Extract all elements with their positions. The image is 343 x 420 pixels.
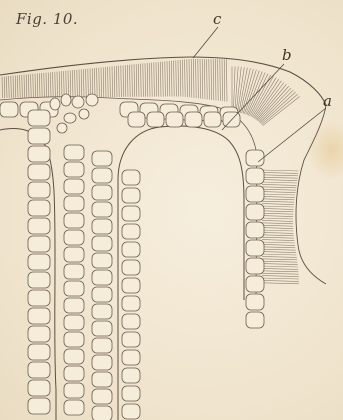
- epithelial-cell: [92, 253, 112, 268]
- epithelial-cell: [28, 344, 50, 360]
- epithelial-cell: [64, 332, 84, 347]
- epithelial-cell: [122, 242, 140, 257]
- epithelial-cell: [122, 296, 140, 311]
- cell-nucleus: [72, 96, 84, 108]
- epithelial-cell: [92, 151, 112, 166]
- epithelial-cells: [0, 94, 264, 420]
- epithelial-cell: [64, 179, 84, 194]
- epithelial-cell: [0, 102, 18, 117]
- cell-nucleus: [57, 123, 67, 133]
- epithelial-cell: [64, 400, 84, 415]
- epithelial-cell: [92, 270, 112, 285]
- epithelial-cell: [246, 186, 264, 202]
- epithelial-cell: [28, 200, 50, 216]
- right-outer-contour: [296, 105, 326, 284]
- epithelial-cell: [64, 196, 84, 211]
- epithelial-cell: [28, 308, 50, 324]
- epithelial-cell: [28, 398, 50, 414]
- epithelial-cell: [246, 294, 264, 310]
- epithelial-cell: [92, 389, 112, 404]
- epithelial-cell: [92, 219, 112, 234]
- epithelial-cell: [64, 349, 84, 364]
- epithelial-cell: [92, 321, 112, 336]
- epithelial-cell: [28, 272, 50, 288]
- epithelial-cell: [92, 355, 112, 370]
- leader-line-b: [222, 64, 284, 130]
- epithelial-cell: [64, 230, 84, 245]
- epithelial-cell: [28, 236, 50, 252]
- epithelial-cell: [28, 290, 50, 306]
- epithelial-cell: [64, 145, 84, 160]
- cell-nucleus: [50, 98, 60, 110]
- epithelial-cell: [147, 112, 164, 127]
- epithelial-cell: [92, 406, 112, 420]
- epithelial-cell: [166, 112, 183, 127]
- epithelial-cell: [64, 281, 84, 296]
- epithelial-cell: [92, 338, 112, 353]
- label-a: a: [323, 92, 332, 110]
- epithelial-cell: [122, 332, 140, 347]
- label-b: b: [282, 46, 292, 64]
- epithelial-cell: [28, 146, 50, 162]
- epithelial-cell: [28, 128, 50, 144]
- epithelial-cell: [246, 276, 264, 292]
- epithelial-cell: [246, 150, 264, 166]
- epithelial-cell: [246, 168, 264, 184]
- epithelial-cell: [122, 278, 140, 293]
- epithelial-cell: [64, 162, 84, 177]
- epithelial-cell: [64, 247, 84, 262]
- epithelial-cell: [246, 204, 264, 220]
- epithelial-cell: [92, 185, 112, 200]
- epithelial-cell: [64, 213, 84, 228]
- epithelial-cell: [28, 182, 50, 198]
- epithelial-cell: [92, 372, 112, 387]
- epithelial-cell: [122, 350, 140, 365]
- epithelial-cell: [64, 383, 84, 398]
- epithelial-cell: [128, 112, 145, 127]
- epithelial-cell: [246, 258, 264, 274]
- epithelial-cell: [122, 386, 140, 401]
- epithelial-cell: [28, 362, 50, 378]
- epithelial-cell: [92, 168, 112, 183]
- epithelial-cell: [122, 260, 140, 275]
- epithelial-cell: [64, 298, 84, 313]
- epithelial-cell: [122, 206, 140, 221]
- epithelial-cell: [122, 368, 140, 383]
- epithelial-cell: [64, 264, 84, 279]
- cell-nucleus: [79, 109, 89, 119]
- epithelial-cell: [28, 218, 50, 234]
- epithelial-cell: [92, 236, 112, 251]
- epithelial-cell: [185, 112, 202, 127]
- epithelial-cell: [92, 304, 112, 319]
- cell-nucleus: [61, 94, 71, 106]
- epithelial-cell: [122, 170, 140, 185]
- epithelial-cell: [122, 314, 140, 329]
- epithelial-cell: [28, 110, 50, 126]
- epithelial-cell: [28, 164, 50, 180]
- epithelial-cell: [92, 287, 112, 302]
- epithelial-cell: [28, 254, 50, 270]
- epithelial-cell: [28, 326, 50, 342]
- epithelial-cell: [204, 112, 221, 127]
- epithelial-cell: [64, 366, 84, 381]
- epithelial-cell: [122, 188, 140, 203]
- leader-line-c: [193, 27, 218, 58]
- cell-nucleus: [64, 113, 76, 123]
- epithelial-cell: [246, 222, 264, 238]
- label-c: c: [213, 10, 221, 28]
- epithelial-cell: [28, 380, 50, 396]
- epithelial-cell: [64, 315, 84, 330]
- figure-title: Fig. 10.: [16, 10, 78, 28]
- epithelial-cell: [92, 202, 112, 217]
- epithelial-cell: [122, 224, 140, 239]
- epithelial-cell: [246, 312, 264, 328]
- epithelial-cell: [246, 240, 264, 256]
- epithelial-cell: [122, 404, 140, 419]
- cell-nucleus: [86, 94, 98, 106]
